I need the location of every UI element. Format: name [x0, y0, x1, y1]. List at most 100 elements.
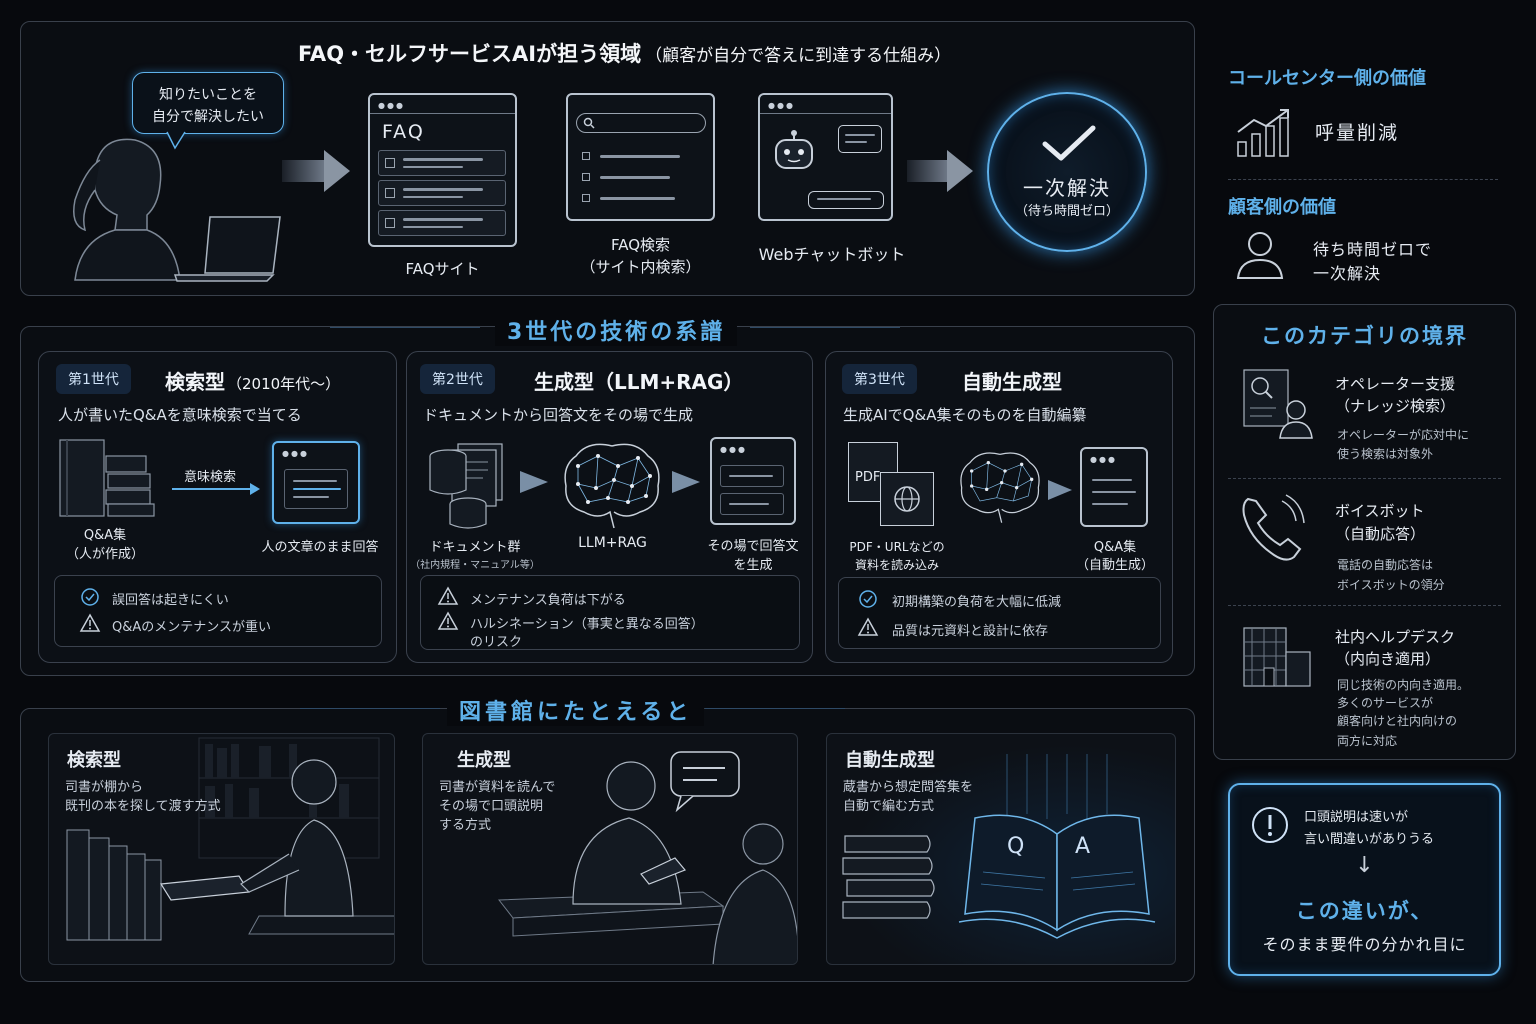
boundary-item2-title2: （自動応答）: [1335, 525, 1426, 543]
boundary-title: このカテゴリの境界: [1261, 324, 1468, 348]
gen2-answer-window: ●●●: [710, 437, 796, 525]
resolve-circle: 一次解決 （待ち時間ゼロ）: [987, 92, 1147, 252]
robot-icon: [775, 130, 813, 169]
bubble-tail: [166, 131, 186, 150]
flow-arrow-2-head: [947, 150, 973, 192]
flow-arrow-2: [907, 160, 947, 182]
gen-title-line-left: [330, 327, 480, 328]
gen1-books-label1: Q&A集: [83, 528, 127, 543]
gen2-desc: ドキュメントから回答文をその場で生成: [423, 406, 694, 424]
gen3-out-label2: （自動生成）: [1075, 558, 1154, 573]
window-dots-icon: ●●●: [720, 445, 747, 454]
library-p3-line1: 蔵書から想定問答集を: [843, 780, 974, 795]
library-p2-title: 生成型: [457, 750, 511, 771]
documents-database-icon: [429, 443, 503, 529]
operator-search-icon: [1243, 369, 1313, 439]
top-title: FAQ・セルフサービスAIが担う領域（顧客が自分で答えに到達する仕組み）: [298, 38, 951, 68]
gen1-pro: 誤回答は起きにくい: [112, 593, 229, 608]
gen3-con: 品質は元資料と設計に依存: [892, 624, 1049, 639]
gen3-arrow: [1048, 480, 1072, 500]
warning-icon: [437, 611, 459, 630]
gen3-proscons: [838, 577, 1161, 649]
gen1-badge: 第1世代: [56, 364, 131, 394]
faq-window-label: FAQ: [382, 121, 425, 143]
web-document-icon: [880, 472, 934, 526]
alert-circle-icon: [1252, 807, 1288, 843]
top-title-main: FAQ・セルフサービスAIが担う領域: [298, 42, 642, 66]
boundary-divider-2: [1228, 605, 1501, 606]
globe-icon: [894, 486, 920, 512]
gen-title-line-right: [750, 327, 900, 328]
chat-bubble-1: [838, 125, 882, 153]
library-panel-search: 検索型 司書が棚から 既刊の本を探して渡す方式: [48, 733, 395, 965]
gen2-docs-label1: ドキュメント群: [429, 540, 521, 555]
window-dots-icon: ●●●: [378, 101, 405, 110]
flow-arrow-1: [282, 160, 324, 182]
library-p1-line2: 既刊の本を探して渡す方式: [65, 799, 221, 814]
check-circle-icon: [859, 590, 877, 608]
library-p3-title: 自動生成型: [845, 750, 935, 771]
lib-title-line-right: [705, 708, 845, 709]
user-icon: [1236, 232, 1284, 279]
gen1-arrow-head: [250, 483, 260, 495]
note-line3: そのまま要件の分かれ目に: [1262, 935, 1467, 954]
warning-icon: [79, 613, 101, 632]
gen1-books-label2: （人が作成）: [65, 547, 144, 562]
library-p1-title: 検索型: [67, 750, 121, 771]
faq-row-1: [378, 150, 506, 176]
gen2-pro: メンテナンス負荷は下がる: [470, 593, 626, 608]
gen2-arrow-1: [520, 471, 548, 493]
library-p3-line2: 自動で編む方式: [843, 799, 935, 814]
boundary-item1-title1: オペレーター支援: [1335, 375, 1456, 393]
qa-a-letter: A: [1075, 834, 1091, 859]
gen1-arrow: [172, 488, 252, 490]
faq-search-label2: （サイト内検索）: [580, 258, 701, 276]
note-arrow: ↓: [1355, 853, 1374, 878]
library-p2-line3: する方式: [439, 818, 492, 833]
gen2-title: 生成型（LLM+RAG）: [534, 370, 744, 394]
faq-row-2: [378, 180, 506, 206]
note-line2: 言い間違いがありうる: [1304, 832, 1435, 847]
window-dots-icon: ●●●: [282, 449, 309, 458]
bubble-line1: 知りたいことを: [159, 87, 257, 103]
note-line1: 口頭説明は速いが: [1304, 810, 1409, 825]
librarian-handing-book-illustration: [66, 759, 394, 941]
check-circle-icon: [81, 588, 99, 606]
values-divider: [1228, 179, 1498, 180]
resolve-sub: （待ち時間ゼロ）: [1014, 204, 1119, 219]
boundary-item2-note2: ボイスボットの領分: [1337, 578, 1445, 592]
qa-q-letter: Q: [1007, 834, 1025, 859]
pdf-tag: PDF: [855, 470, 881, 485]
top-title-sub: （顧客が自分で答えに到達する仕組み）: [645, 46, 952, 66]
gen1-title: 検索型（2010年代〜）: [165, 366, 340, 395]
gen3-out-label1: Q&A集: [1093, 540, 1137, 555]
gen2-brain-label: LLM+RAG: [578, 535, 647, 551]
customer-value-line1: 待ち時間ゼロで: [1313, 240, 1433, 259]
chatbot-label: Webチャットボット: [758, 245, 906, 264]
lib-title-line-left: [300, 708, 440, 709]
check-icon: [1042, 125, 1096, 161]
office-building-icon: [1243, 627, 1311, 687]
gen1-proscons: [54, 575, 382, 647]
gen1-arrow-label: 意味検索: [183, 470, 236, 485]
chatbot-window: ●●●: [758, 93, 893, 221]
customer-value-title: 顧客側の価値: [1228, 197, 1336, 218]
gen2-out-label1: その場で回答文: [707, 539, 799, 554]
boundary-item1-title2: （ナレッジ検索）: [1335, 397, 1456, 415]
gen1-answer-window: ●●●: [272, 441, 360, 524]
boundary-item1-note2: 使う検索は対象外: [1337, 447, 1434, 461]
gen1-answer-label: 人の文章のまま回答: [261, 540, 379, 555]
boundary-divider-1: [1228, 478, 1501, 479]
boundary-item3-title2: （内向き適用）: [1335, 650, 1441, 668]
boundary-item2-title1: ボイスボット: [1335, 502, 1425, 520]
gen3-title: 自動生成型: [962, 370, 1062, 394]
gen3-pro: 初期構築の負荷を大幅に低減: [892, 595, 1062, 610]
gen1-desc: 人が書いたQ&Aを意味検索で当てる: [58, 406, 302, 424]
warning-icon: [857, 617, 879, 636]
gen2-out-label2: を生成: [733, 558, 773, 573]
window-dots-icon: ●●●: [768, 101, 795, 110]
gen2-badge: 第2世代: [420, 364, 495, 394]
gen3-badge: 第3世代: [842, 364, 917, 394]
boundary-item1-note1: オペレーターが応対中に: [1337, 428, 1470, 442]
faq-search-window: [566, 93, 715, 221]
